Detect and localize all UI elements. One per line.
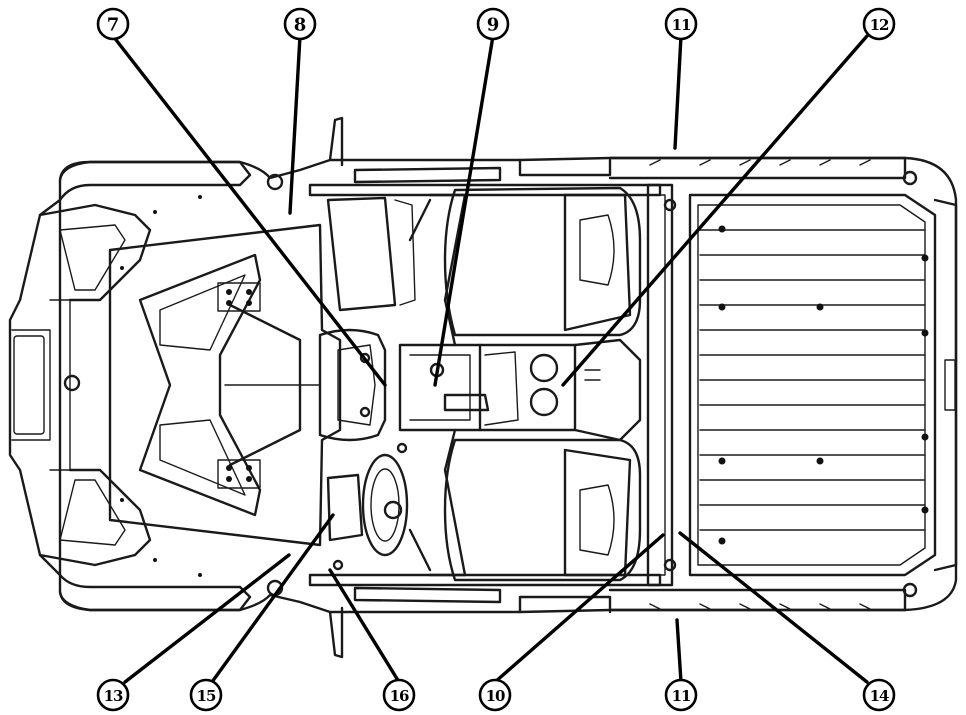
callout-14: 14	[862, 678, 896, 712]
callout-13-label: 13	[104, 687, 123, 705]
callout-15-label: 15	[197, 687, 216, 705]
callout-16-label: 16	[390, 687, 409, 705]
callout-10: 10	[478, 678, 512, 712]
callout-8: 8	[283, 7, 317, 41]
callout-7: 7	[96, 7, 130, 41]
callout-12-label: 12	[870, 16, 889, 34]
callout-16: 16	[382, 678, 416, 712]
vehicle-outline	[8, 116, 958, 659]
callout-13: 13	[96, 678, 130, 712]
callout-8-label: 8	[294, 15, 307, 36]
callout-7-label: 7	[107, 15, 120, 36]
callout-11-bottom: 11	[664, 678, 698, 712]
callout-11-top-label: 11	[672, 16, 691, 34]
callout-14-label: 14	[870, 687, 889, 705]
callout-9: 9	[476, 7, 510, 41]
leader-lines	[111, 34, 869, 684]
callout-12: 12	[862, 7, 896, 41]
callout-11-bottom-label: 11	[672, 687, 691, 705]
callout-11-top: 11	[664, 7, 698, 41]
callout-10-label: 10	[486, 687, 505, 705]
callout-9-label: 9	[487, 15, 500, 36]
cargo-bed-ribs	[699, 229, 926, 531]
callout-15: 15	[189, 678, 223, 712]
